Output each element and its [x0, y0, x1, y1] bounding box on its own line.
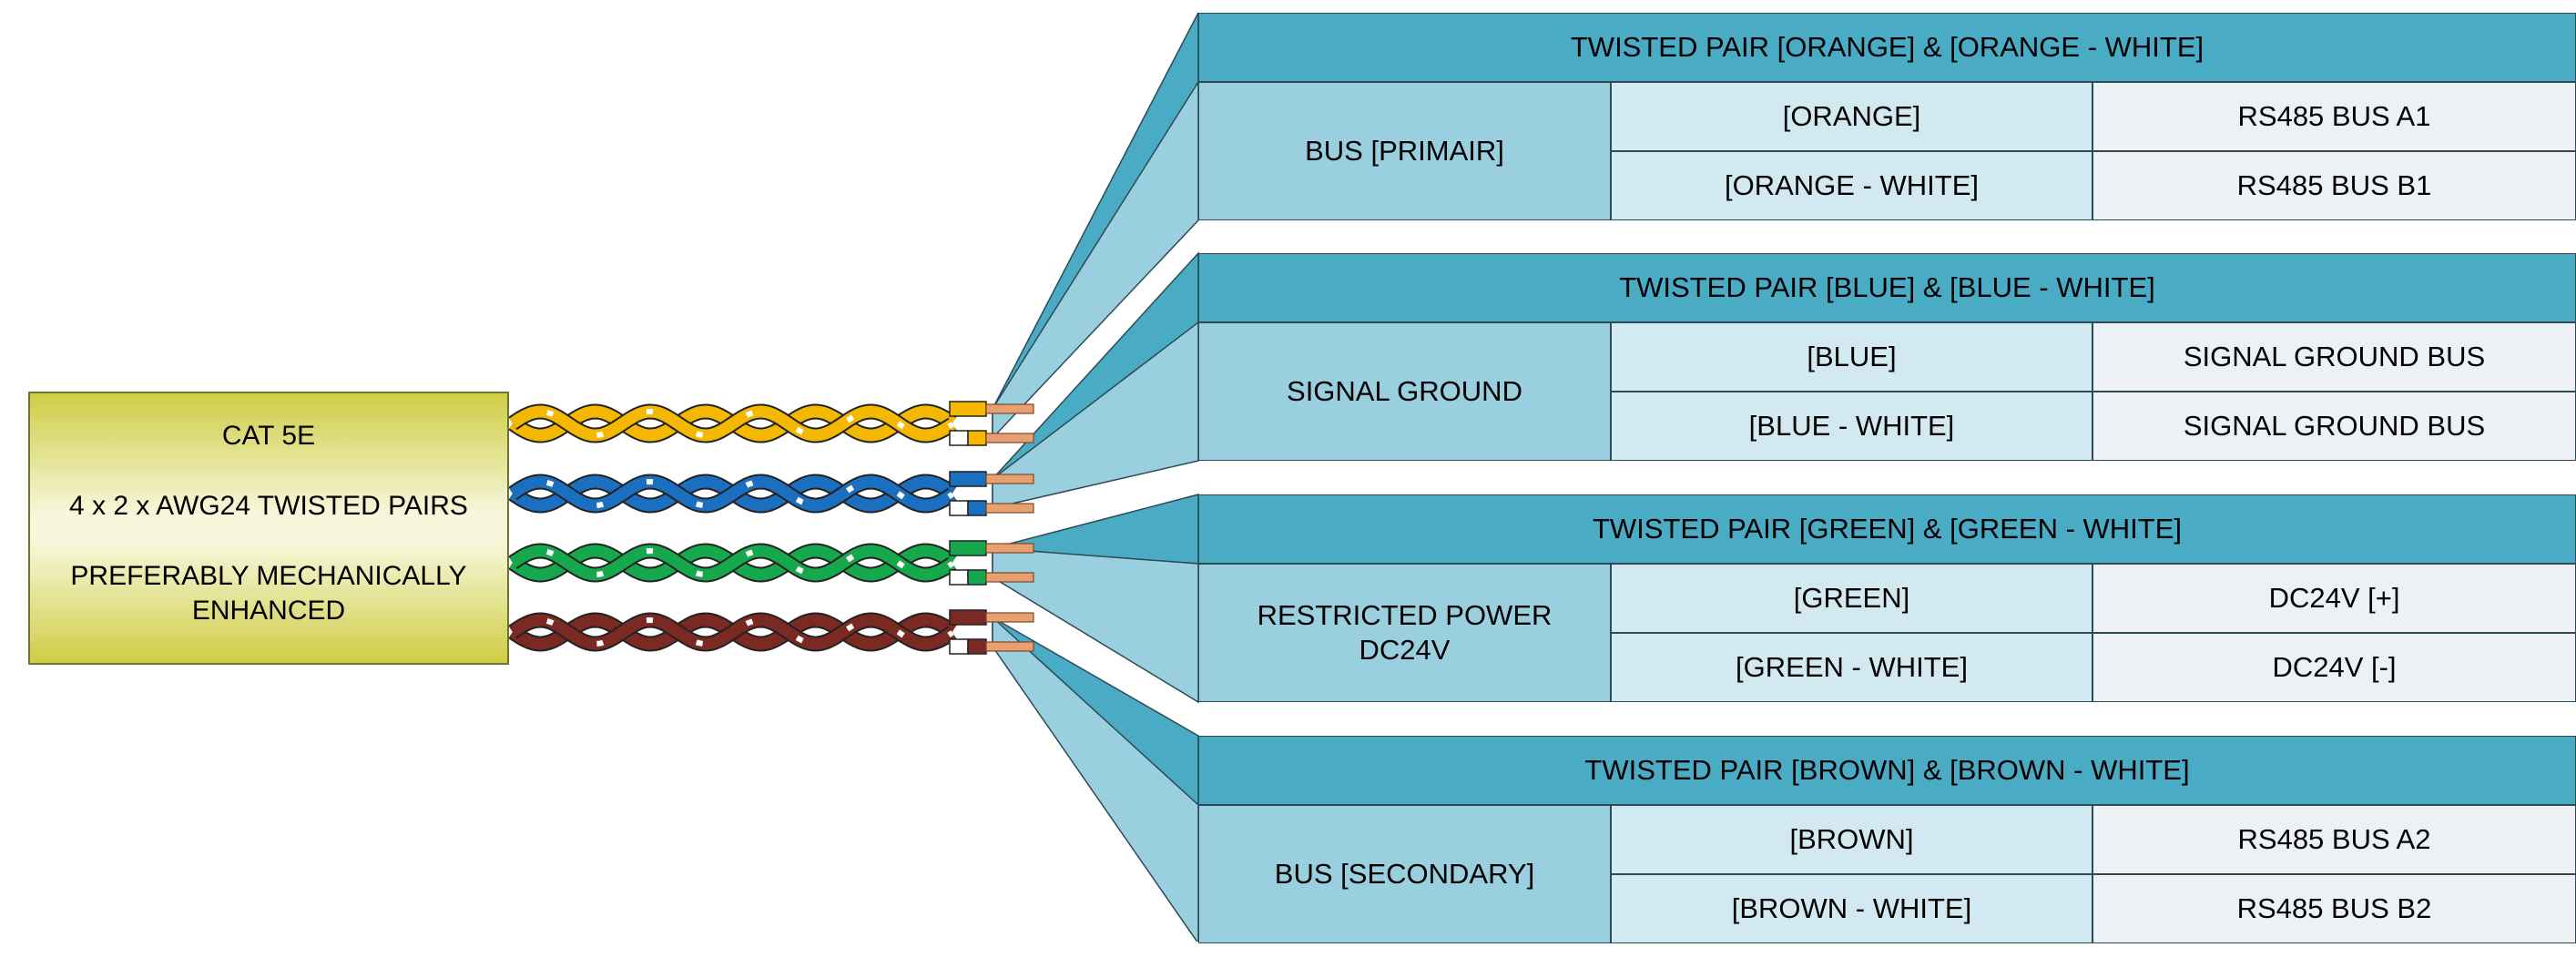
strand-striped — [509, 475, 956, 512]
signal-cell: RS485 BUS B2 — [2092, 874, 2576, 943]
twisted-pair — [508, 540, 1034, 586]
strand-striped — [509, 405, 956, 442]
copper-conductor — [985, 572, 1034, 583]
twisted-pair — [508, 471, 1034, 516]
function-label: BUS [SECONDARY] — [1274, 858, 1535, 890]
wire-end-striped-color — [967, 638, 987, 655]
wire-end-striped-color — [967, 569, 987, 586]
wire-end-striped-color — [967, 430, 987, 446]
copper-conductor — [985, 641, 1034, 652]
signal-cell: RS485 BUS B1 — [2092, 151, 2576, 220]
function-label: RESTRICTED POWER — [1257, 599, 1553, 631]
cable-note-line1: PREFERABLY MECHANICALLY — [70, 561, 467, 591]
function-cell: BUS [PRIMAIR] — [1198, 82, 1611, 220]
function-label: BUS [PRIMAIR] — [1305, 135, 1504, 167]
copper-conductor — [985, 612, 1034, 623]
cable-type: CAT 5E — [221, 421, 316, 451]
function-cell: BUS [SECONDARY] — [1198, 805, 1611, 943]
wire-cell: [BROWN - WHITE] — [1611, 874, 2092, 943]
cable-spec: 4 x 2 x AWG24 TWISTED PAIRS — [69, 491, 468, 521]
breakout-fans — [992, 12, 1199, 942]
copper-conductor — [985, 503, 1034, 514]
signal-cell: RS485 BUS A2 — [2092, 805, 2576, 874]
signal-cell: RS485 BUS A1 — [2092, 82, 2576, 151]
twisted-pairs — [508, 401, 1034, 655]
wire-cell: [BLUE] — [1611, 322, 2092, 392]
breakout-fan-lower — [992, 79, 1199, 440]
copper-conductor — [985, 474, 1034, 484]
function-label-line2: DC24V — [1359, 634, 1451, 666]
pair-group-green: TWISTED PAIR [GREEN] & [GREEN - WHITE] R… — [1198, 494, 2576, 737]
group-header: TWISTED PAIR [BROWN] & [BROWN - WHITE] — [1198, 736, 2576, 805]
pair-group-brown: TWISTED PAIR [BROWN] & [BROWN - WHITE] B… — [1198, 736, 2576, 978]
wire-cell: [GREEN - WHITE] — [1611, 633, 2092, 702]
twisted-pair — [508, 401, 1034, 446]
wire-end-striped-color — [967, 500, 987, 516]
breakout-fan-lower — [992, 547, 1199, 704]
signal-cell: DC24V [-] — [2092, 633, 2576, 702]
copper-conductor — [985, 543, 1034, 554]
wiring-diagram — [508, 12, 1199, 942]
pair-group-blue: TWISTED PAIR [BLUE] & [BLUE - WHITE] SIG… — [1198, 253, 2576, 495]
pair-group-orange: TWISTED PAIR [ORANGE] & [ORANGE - WHITE]… — [1198, 13, 2576, 255]
wire-end-striped-white — [949, 500, 969, 516]
function-cell: SIGNAL GROUND — [1198, 322, 1611, 461]
wire-end-solid — [949, 609, 987, 626]
strand-striped — [509, 545, 956, 581]
breakout-fan-lower — [992, 616, 1199, 942]
cable-note-line2: ENHANCED — [191, 596, 346, 626]
wire-cell: [ORANGE - WHITE] — [1611, 151, 2092, 220]
group-header: TWISTED PAIR [BLUE] & [BLUE - WHITE] — [1198, 253, 2576, 322]
wire-end-striped-white — [949, 430, 969, 446]
wire-cell: [ORANGE] — [1611, 82, 2092, 151]
signal-cell: SIGNAL GROUND BUS — [2092, 322, 2576, 392]
wire-end-striped-white — [949, 638, 969, 655]
wire-end-solid — [949, 401, 987, 417]
wire-cell: [BROWN] — [1611, 805, 2092, 874]
function-label: SIGNAL GROUND — [1287, 375, 1522, 407]
wire-end-solid — [949, 471, 987, 487]
wire-cell: [BLUE - WHITE] — [1611, 392, 2092, 461]
strand-striped — [509, 614, 956, 650]
cable-box: CAT 5E 4 x 2 x AWG24 TWISTED PAIRS PREFE… — [28, 392, 509, 665]
twisted-pair — [508, 609, 1034, 655]
breakout-fan-lower — [992, 321, 1199, 509]
wire-cell: [GREEN] — [1611, 564, 2092, 633]
group-header: TWISTED PAIR [GREEN] & [GREEN - WHITE] — [1198, 494, 2576, 564]
signal-cell: SIGNAL GROUND BUS — [2092, 392, 2576, 461]
group-header: TWISTED PAIR [ORANGE] & [ORANGE - WHITE] — [1198, 13, 2576, 82]
wire-end-solid — [949, 540, 987, 556]
signal-cell: DC24V [+] — [2092, 564, 2576, 633]
copper-conductor — [985, 403, 1034, 414]
copper-conductor — [985, 433, 1034, 443]
wire-end-striped-white — [949, 569, 969, 586]
